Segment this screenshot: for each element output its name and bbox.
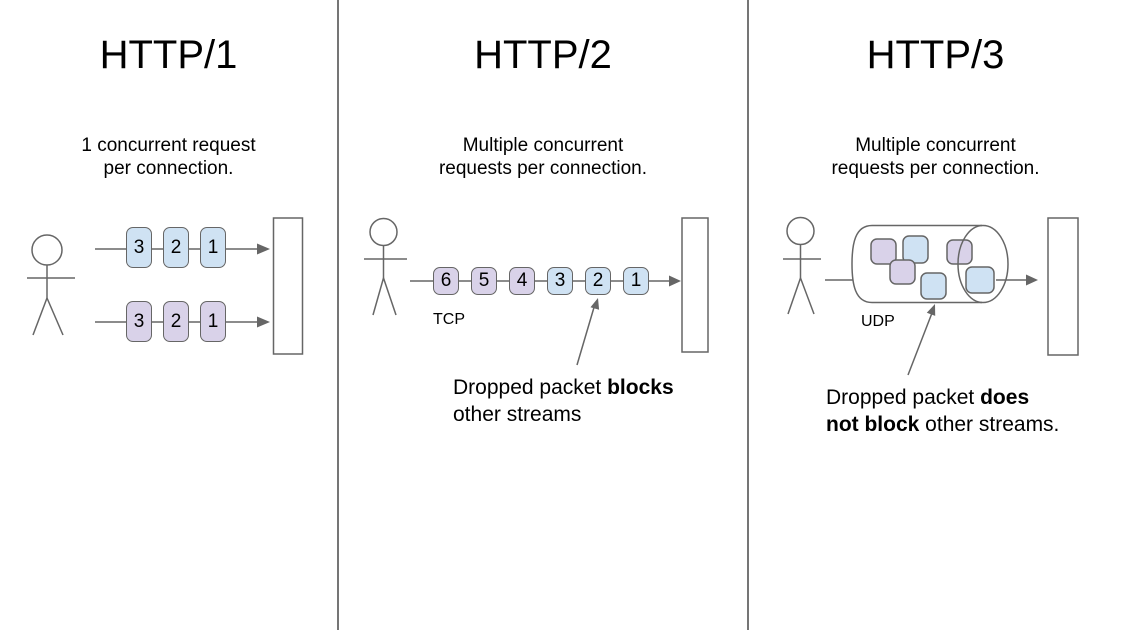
column-http3: HTTP/3 Multiple concurrent requests per … [749, 0, 1122, 630]
packet: 3 [547, 267, 573, 295]
column-title: HTTP/1 [99, 33, 238, 77]
dropped-packet-note: Dropped packet blocks other streams [453, 374, 708, 428]
packet [889, 259, 916, 285]
http2-diagram [364, 217, 709, 366]
note-bold: blocks [607, 376, 674, 399]
packet: 1 [623, 267, 649, 295]
packet: 3 [126, 301, 152, 342]
note-bold: does not block [826, 386, 1030, 436]
column-http2: HTTP/2 Multiple concurrent requests per … [338, 0, 748, 630]
column-divider [747, 0, 749, 630]
server-box [272, 217, 304, 355]
packet: 1 [200, 227, 226, 268]
http1-diagram [27, 217, 304, 355]
client-stick-figure-icon [364, 217, 407, 316]
packet: 2 [163, 227, 189, 268]
packet: 1 [200, 301, 226, 342]
note-post: other streams. [919, 413, 1060, 436]
protocol-label: UDP [861, 313, 895, 330]
column-caption: Multiple concurrent requests per connect… [831, 135, 1040, 179]
packet [965, 266, 995, 294]
packet [870, 238, 897, 265]
protocol-label: TCP [433, 311, 465, 328]
client-stick-figure-icon [783, 216, 821, 315]
packet: 3 [126, 227, 152, 268]
dropped-packet-pointer-arrow [576, 298, 600, 366]
packet [902, 235, 929, 264]
packet [920, 272, 947, 300]
udp-tube-mouth [957, 224, 1009, 304]
dropped-packet-note: Dropped packet does not block other stre… [826, 384, 1061, 438]
packet: 5 [471, 267, 497, 295]
column-divider [337, 0, 339, 630]
column-http1: HTTP/1 1 concurrent request per connecti… [0, 0, 337, 630]
packet: 2 [163, 301, 189, 342]
connection-arrow [996, 274, 1038, 286]
packet: 4 [509, 267, 535, 295]
server-box [681, 217, 709, 353]
http3-diagram [783, 216, 1079, 376]
packet: 2 [585, 267, 611, 295]
dropped-packet-pointer-arrow [907, 304, 936, 376]
column-title: HTTP/2 [474, 33, 612, 77]
note-post: other streams [453, 403, 582, 426]
column-caption: Multiple concurrent requests per connect… [438, 135, 648, 179]
note-pre: Dropped packet [826, 386, 981, 409]
note-pre: Dropped packet [453, 376, 608, 399]
packet: 6 [433, 267, 459, 295]
client-stick-figure-icon [27, 234, 75, 336]
column-caption: 1 concurrent request per connection. [81, 135, 256, 179]
udp-tube-outline [851, 224, 982, 304]
column-title: HTTP/3 [866, 33, 1005, 77]
server-box [1047, 217, 1079, 356]
